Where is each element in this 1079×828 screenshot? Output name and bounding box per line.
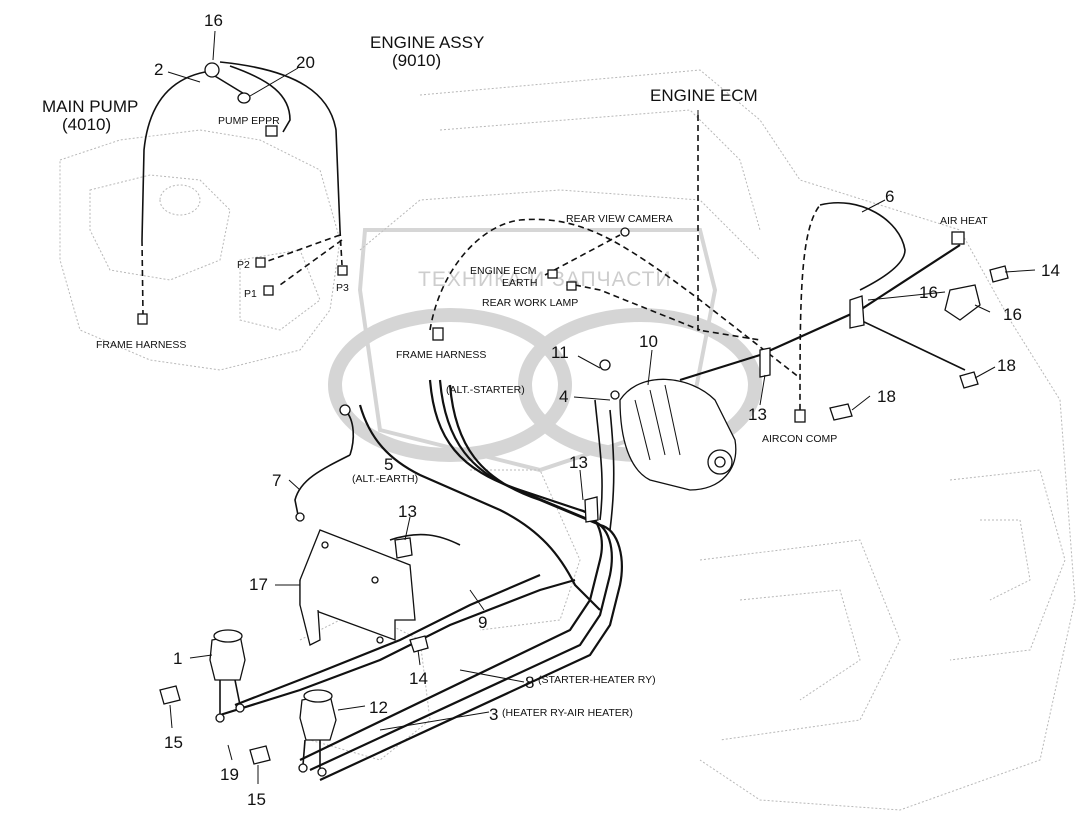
label-pump-eppr: PUMP EPPR — [218, 115, 280, 127]
label-p2: P2 — [237, 259, 250, 271]
ecm-harness — [429, 110, 821, 411]
callout-17: 17 — [249, 575, 268, 594]
label-p3: P3 — [336, 282, 349, 294]
callout-12: 12 — [369, 698, 388, 717]
text-labels: ENGINE ASSY (9010) MAIN PUMP (4010) ENGI… — [42, 33, 988, 719]
label-starter-heater-ry: (STARTER-HEATER RY) — [538, 674, 656, 686]
callout-numbers: 16 2 20 6 14 16 16 18 18 13 10 11 4 13 5… — [154, 11, 1060, 809]
callout-9: 9 — [478, 613, 487, 632]
callout-15-left: 15 — [164, 733, 183, 752]
main-battery-harness — [219, 379, 623, 781]
label-engine-ecm-earth-1: ENGINE ECM — [470, 265, 537, 277]
label-engine-assy: ENGINE ASSY — [370, 33, 484, 52]
callout-14-bottom: 14 — [409, 669, 428, 688]
label-p1: P1 — [244, 288, 257, 300]
label-heater-ry-air-heater: (HEATER RY-AIR HEATER) — [502, 707, 633, 719]
callout-2: 2 — [154, 60, 163, 79]
callout-18-right: 18 — [997, 356, 1016, 375]
callout-7: 7 — [272, 471, 281, 490]
callout-13-right: 13 — [748, 405, 767, 424]
callout-11: 11 — [551, 343, 569, 362]
label-rear-view-camera: REAR VIEW CAMERA — [566, 213, 673, 225]
label-aircon-comp: AIRCON COMP — [762, 433, 837, 445]
label-main-pump-code: (4010) — [62, 115, 111, 134]
label-alt-earth: (ALT.-EARTH) — [352, 473, 418, 485]
label-alt-starter: (ALT.-STARTER) — [446, 384, 525, 396]
callout-5: 5 — [384, 455, 393, 474]
pump-harness — [141, 61, 343, 316]
alternator-10 — [619, 378, 737, 491]
label-engine-ecm: ENGINE ECM — [650, 86, 758, 105]
callout-14-right: 14 — [1041, 261, 1060, 280]
callout-16-top: 16 — [204, 11, 223, 30]
label-rear-work-lamp: REAR WORK LAMP — [482, 297, 578, 309]
main-pump-ghost-outline — [59, 129, 341, 371]
label-engine-ecm-earth-2: EARTH — [502, 277, 537, 289]
connectors — [137, 62, 1009, 765]
callout-4: 4 — [559, 387, 568, 406]
callout-20: 20 — [296, 53, 315, 72]
label-air-heat: AIR HEAT — [940, 215, 988, 227]
engine-ghost-outline — [299, 69, 1076, 811]
relay-12 — [298, 689, 337, 777]
watermark-text: ТЕХНИКА И ЗАПЧАСТИ — [418, 268, 672, 291]
callout-10: 10 — [639, 332, 658, 351]
callout-15-bottom: 15 — [247, 790, 266, 809]
callout-1: 1 — [173, 649, 182, 668]
callout-8: 8 — [525, 673, 534, 692]
leader-lines — [167, 30, 1036, 784]
callout-6: 6 — [885, 187, 894, 206]
label-engine-assy-code: (9010) — [392, 51, 441, 70]
label-frame-harness-center: FRAME HARNESS — [396, 349, 486, 361]
label-frame-harness-left: FRAME HARNESS — [96, 339, 186, 351]
callout-13-left: 13 — [398, 502, 417, 521]
bracket-17 — [299, 529, 416, 646]
callout-16-right-a: 16 — [919, 283, 938, 302]
callout-19: 19 — [220, 765, 239, 784]
callout-3: 3 — [489, 705, 498, 724]
relay-1 — [209, 629, 246, 723]
label-main-pump: MAIN PUMP — [42, 97, 138, 116]
callout-13-mid: 13 — [569, 453, 588, 472]
callout-16-right-b: 16 — [1003, 305, 1022, 324]
callout-18-lower: 18 — [877, 387, 896, 406]
